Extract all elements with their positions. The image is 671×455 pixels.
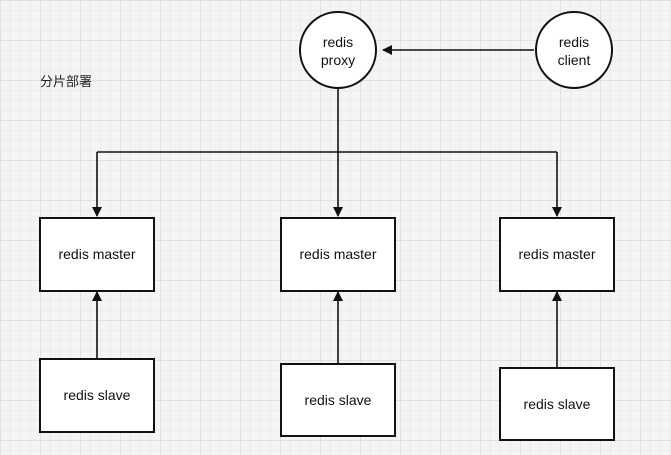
redis-slave-3-label: redis slave (524, 396, 591, 412)
redis-proxy-line2: proxy (321, 52, 355, 68)
redis-master-1-label: redis master (58, 246, 135, 262)
redis-slave-3: redis slave (499, 367, 615, 441)
redis-slave-2-label: redis slave (305, 392, 372, 408)
redis-client-line2: client (558, 52, 591, 68)
redis-master-2: redis master (280, 217, 396, 292)
redis-slave-1-label: redis slave (64, 387, 131, 403)
redis-master-3: redis master (499, 217, 615, 292)
redis-master-2-label: redis master (299, 246, 376, 262)
diagram-caption: 分片部署 (40, 75, 93, 90)
redis-proxy-node: redis proxy (299, 11, 377, 89)
redis-proxy-line1: redis (323, 34, 353, 50)
connectors (92, 45, 562, 368)
redis-slave-2: redis slave (280, 363, 396, 437)
redis-slave-1: redis slave (39, 358, 155, 433)
redis-client-line1: redis (559, 34, 589, 50)
redis-master-1: redis master (39, 217, 155, 292)
redis-master-3-label: redis master (518, 246, 595, 262)
redis-client-node: redis client (535, 11, 613, 89)
